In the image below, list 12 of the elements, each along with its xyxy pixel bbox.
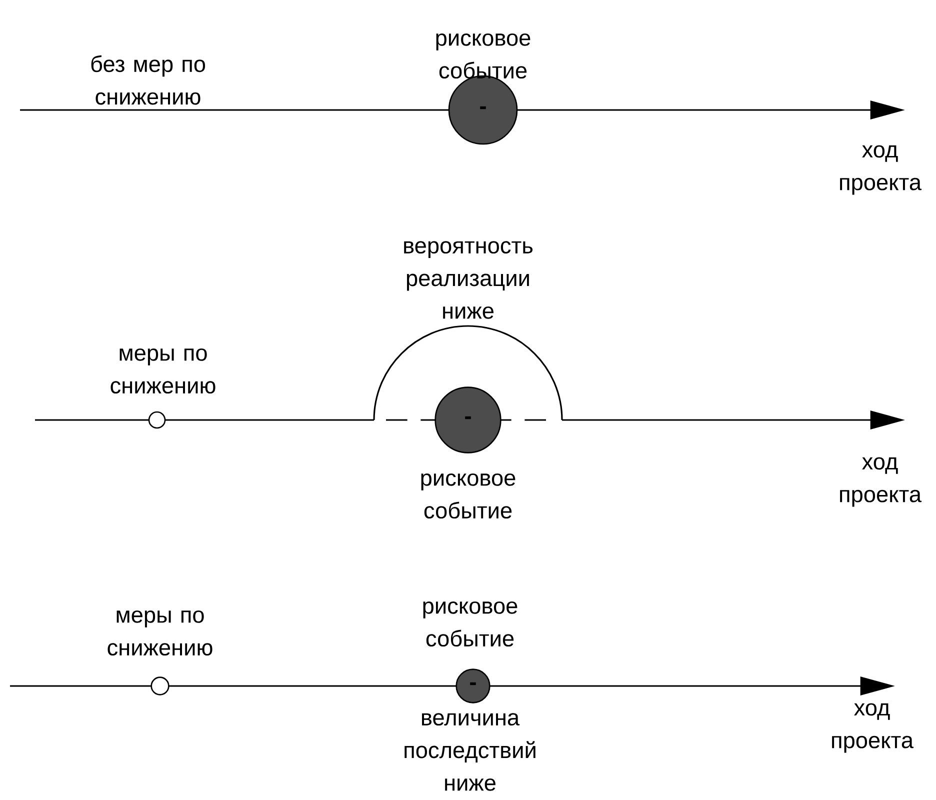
node-caption: рисковое событие [423, 601, 518, 647]
node-caption: меры по снижению [108, 610, 212, 656]
node-caption: меры по снижению [110, 348, 216, 394]
text-label: ход проекта [840, 457, 922, 507]
text-label: вероятность реализации ниже [404, 241, 532, 319]
node-caption: рисковое событие [421, 473, 516, 519]
text-label: без мер по снижению [91, 55, 206, 105]
node-caption: величина последствий ниже [404, 713, 536, 791]
mitigation-circle [148, 411, 166, 429]
mitigation-circle [150, 676, 170, 696]
text-label: ход проекта [840, 145, 922, 195]
text-label: ход проекта [832, 703, 914, 753]
